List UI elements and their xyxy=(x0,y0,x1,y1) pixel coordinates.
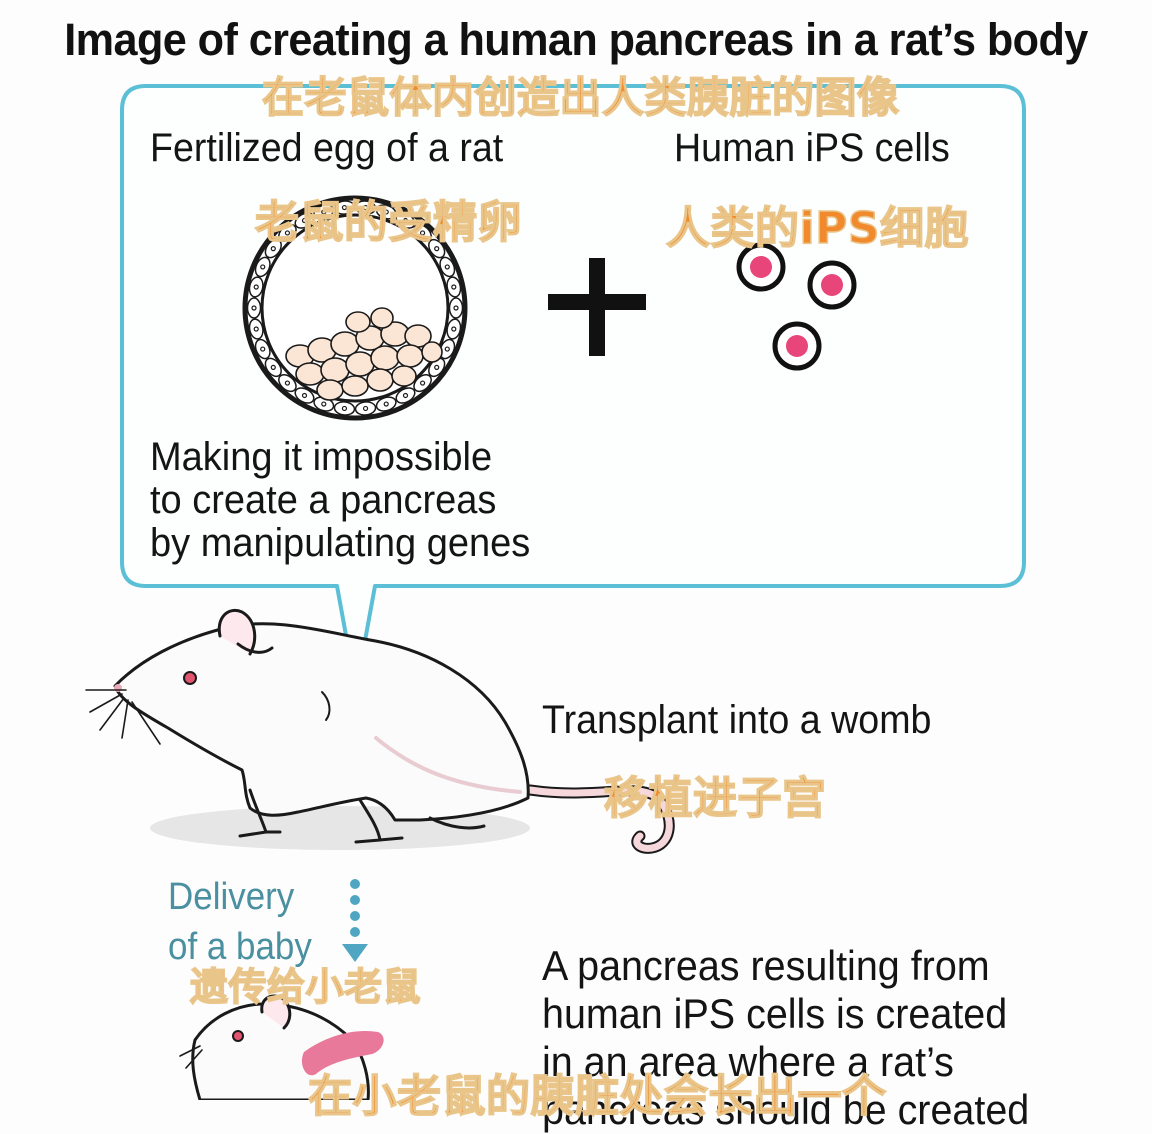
result-line: A pancreas resulting from xyxy=(542,942,990,989)
egg-rim-cell xyxy=(248,318,264,340)
egg-rim-cell xyxy=(395,212,416,229)
egg-rim-cell xyxy=(333,401,356,416)
delivery-label-chinese: 遗传给小老鼠 xyxy=(189,964,422,1010)
egg-rim-cell xyxy=(264,357,282,378)
egg-rim-cell-nucleus xyxy=(341,204,348,211)
egg-rim-cell-nucleus xyxy=(402,217,409,224)
egg-rim-cell xyxy=(448,297,464,319)
egg-rim-cell xyxy=(254,338,271,360)
egg-rim-cell-nucleus xyxy=(301,217,308,224)
ips-cells-illustration xyxy=(736,242,857,371)
egg-rim-cell-nucleus xyxy=(419,230,426,236)
egg-rim-cell-nucleus xyxy=(253,284,259,290)
egg-rim-cell-nucleus xyxy=(260,264,266,270)
egg-rim-cell-nucleus xyxy=(362,204,369,211)
ips-label: Human iPS cells xyxy=(674,126,950,170)
fertilized-egg-illustration xyxy=(242,195,468,421)
egg-rim-cell-nucleus xyxy=(301,392,308,399)
egg-label: Fertilized egg of a rat xyxy=(150,126,504,170)
egg-rim-cell-nucleus xyxy=(251,305,257,311)
egg-rim-cell xyxy=(333,200,356,215)
egg-rim-cell xyxy=(254,256,271,278)
egg-rim-cell xyxy=(446,318,462,340)
egg-rim-cell-nucleus xyxy=(419,380,426,386)
note-line: by manipulating genes xyxy=(150,521,531,565)
note-line: to create a pancreas xyxy=(150,478,497,522)
baby-rat-illustration xyxy=(179,994,384,1100)
egg-rim-cell xyxy=(375,396,397,412)
egg-rim-cell xyxy=(395,387,416,404)
egg-rim-cell-nucleus xyxy=(402,392,409,399)
diagram-canvas xyxy=(85,84,1026,1100)
egg-rim-cell xyxy=(413,223,432,242)
delivery-label: Delivery of a baby xyxy=(168,872,312,972)
transplant-label-chinese: 移植进子宫 xyxy=(603,772,827,825)
ips-label-chinese: 人类的iPS细胞 xyxy=(665,202,970,255)
egg-rim-cell-nucleus xyxy=(453,305,459,311)
adult-rat-illustration xyxy=(85,609,675,854)
egg-rim-cell-nucleus xyxy=(284,380,291,386)
egg-rim-cell-nucleus xyxy=(434,246,440,252)
egg-inner-cell-mass xyxy=(285,307,443,401)
delivery-arrow xyxy=(342,879,368,962)
egg-rim-cell-nucleus xyxy=(270,246,276,252)
result-line: in an area where a rat’s xyxy=(542,1038,954,1085)
callout-box xyxy=(120,84,1026,692)
egg-rim-cell-nucleus xyxy=(444,346,450,352)
egg-rim-cell xyxy=(375,204,397,220)
egg-rim-cell-nucleus xyxy=(451,326,457,332)
pancreas-shape xyxy=(301,1030,384,1076)
egg-rim-cell-nucleus xyxy=(383,209,389,215)
egg-rim-cell xyxy=(313,204,335,220)
egg-rim-cell xyxy=(413,374,432,393)
egg-rim-cell-nucleus xyxy=(284,230,291,236)
transplant-label: Transplant into a womb xyxy=(542,698,932,742)
delivery-line: Delivery xyxy=(168,876,295,918)
egg-rim-cell-nucleus xyxy=(434,364,440,370)
egg-rim-cell-nucleus xyxy=(451,284,457,290)
egg-rim-cell xyxy=(446,276,462,298)
egg-rim-cell xyxy=(246,297,262,319)
egg-rim-cell-nucleus xyxy=(444,264,450,270)
egg-rim-cell-nucleus xyxy=(270,364,276,370)
result-label-chinese: 在小老鼠的胰脏处会长出一个 xyxy=(307,1070,887,1123)
egg-rim-cell-nucleus xyxy=(253,326,259,332)
page-title: Image of creating a human pancreas in a … xyxy=(64,14,1088,65)
result-line: human iPS cells is created xyxy=(542,990,1008,1037)
egg-rim-cell-nucleus xyxy=(383,401,389,407)
egg-rim-cell xyxy=(264,238,282,259)
egg-rim-cell xyxy=(354,401,377,416)
note-line: Making it impossible xyxy=(150,435,493,479)
egg-rim-cell xyxy=(428,357,446,378)
egg-ring-cells xyxy=(246,200,464,416)
egg-rim-cell-nucleus xyxy=(321,401,327,407)
delivery-line: of a baby xyxy=(168,926,312,968)
egg-rim-cell xyxy=(248,276,264,298)
egg-rim-cell-nucleus xyxy=(321,209,327,215)
gene-manipulation-note: Making it impossible to create a pancrea… xyxy=(150,436,530,565)
egg-rim-cell-nucleus xyxy=(260,346,266,352)
page-title-chinese: 在老鼠体内创造出人类胰脏的图像 xyxy=(261,72,900,123)
egg-rim-cell xyxy=(428,238,446,259)
egg-rim-cell xyxy=(278,223,297,242)
egg-rim-cell xyxy=(439,256,456,278)
egg-rim-cell xyxy=(278,374,297,393)
egg-rim-cell-nucleus xyxy=(341,405,348,412)
plus-icon xyxy=(548,258,646,356)
egg-rim-cell xyxy=(439,338,456,360)
egg-rim-cell-nucleus xyxy=(362,405,369,412)
egg-label-chinese: 老鼠的受精卵 xyxy=(254,196,522,249)
egg-rim-cell xyxy=(354,200,377,215)
egg-rim-cell xyxy=(294,387,315,404)
egg-rim-cell xyxy=(294,212,315,229)
